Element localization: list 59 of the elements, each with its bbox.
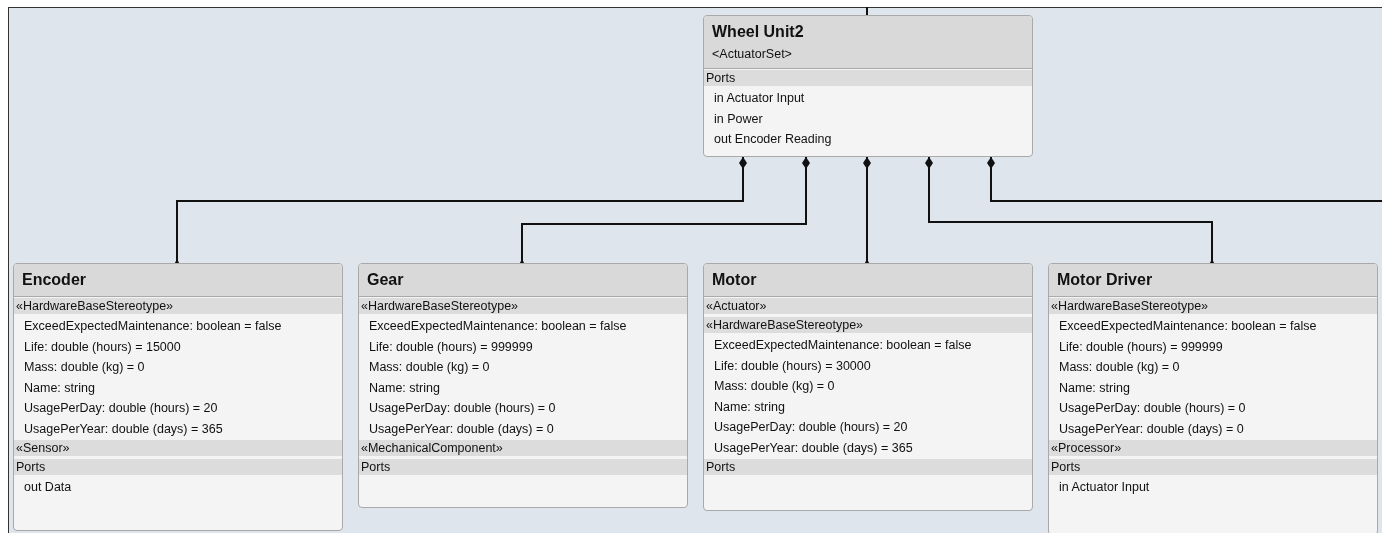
attribute-text: Name: string [1058, 379, 1131, 397]
attribute-text: ExceedExpectedMaintenance: boolean = false [1058, 318, 1318, 335]
compartment-header: «Processor» [1049, 440, 1377, 456]
attribute-text: Life: double (hours) = 15000 [23, 338, 182, 356]
port-text: in Power [713, 110, 764, 128]
compartment-header: Ports [1049, 459, 1377, 475]
attribute-text: Name: string [713, 398, 786, 416]
attribute-text: UsagePerDay: double (hours) = 0 [1058, 400, 1247, 417]
attribute-text: ExceedExpectedMaintenance: boolean = false [368, 318, 628, 335]
port-text: in Actuator Input [1058, 479, 1151, 496]
compartment-header: Ports [704, 70, 1032, 86]
compartment-header: «HardwareBaseStereotype» [14, 298, 342, 314]
compartment-header: «HardwareBaseStereotype» [1049, 298, 1377, 314]
attribute-text: Mass: double (kg) = 0 [713, 378, 836, 395]
attribute-text: UsagePerYear: double (days) = 0 [1058, 420, 1245, 438]
compartment-header: «MechanicalComponent» [359, 440, 687, 456]
compartment-header: Ports [359, 459, 687, 475]
attribute-text: UsagePerYear: double (days) = 0 [368, 420, 555, 438]
attribute-text: UsagePerDay: double (hours) = 20 [23, 400, 219, 417]
compartment-header: «Actuator» [704, 298, 1032, 314]
port-text: in Actuator Input [713, 90, 806, 107]
compartment-header: Ports [704, 459, 1032, 475]
attribute-text: Life: double (hours) = 999999 [1058, 338, 1224, 356]
stereotype-label: <ActuatorSet> [712, 46, 793, 62]
attribute-text: UsagePerYear: double (days) = 365 [23, 420, 224, 438]
class-name: Gear [367, 270, 405, 290]
attribute-text: Name: string [368, 379, 441, 397]
port-text: out Data [23, 479, 73, 496]
class-name: Motor Driver [1057, 270, 1154, 290]
class-box [358, 263, 688, 508]
composition-connector [520, 156, 810, 265]
attribute-text: UsagePerDay: double (hours) = 20 [713, 419, 909, 436]
attribute-text: Mass: double (kg) = 0 [368, 359, 491, 376]
compartment-header: «HardwareBaseStereotype» [704, 317, 1032, 333]
attribute-text: Life: double (hours) = 30000 [713, 357, 872, 375]
attribute-text: Name: string [23, 379, 96, 397]
class-box [1048, 263, 1378, 533]
attribute-text: Mass: double (kg) = 0 [23, 359, 146, 376]
attribute-text: Life: double (hours) = 999999 [368, 338, 534, 356]
attribute-text: UsagePerDay: double (hours) = 0 [368, 400, 557, 417]
class-box [703, 263, 1033, 511]
port-text: out Encoder Reading [713, 131, 833, 148]
composition-connector [175, 156, 747, 265]
class-name: Encoder [22, 270, 87, 290]
attribute-text: Mass: double (kg) = 0 [1058, 359, 1181, 376]
class-name: Wheel Unit2 [712, 22, 805, 42]
composition-connector [925, 156, 1214, 265]
connector [866, 6, 868, 16]
attribute-text: ExceedExpectedMaintenance: boolean = false [713, 337, 973, 354]
attribute-text: UsagePerYear: double (days) = 365 [713, 439, 914, 457]
compartment-header: «HardwareBaseStereotype» [359, 298, 687, 314]
class-name: Motor [712, 270, 758, 290]
class-box [703, 15, 1033, 157]
class-box [13, 263, 343, 531]
compartment-header: Ports [14, 459, 342, 475]
compartment-header: «Sensor» [14, 440, 342, 456]
composition-connector [863, 156, 871, 265]
attribute-text: ExceedExpectedMaintenance: boolean = false [23, 318, 283, 335]
composition-connector [987, 156, 1382, 202]
